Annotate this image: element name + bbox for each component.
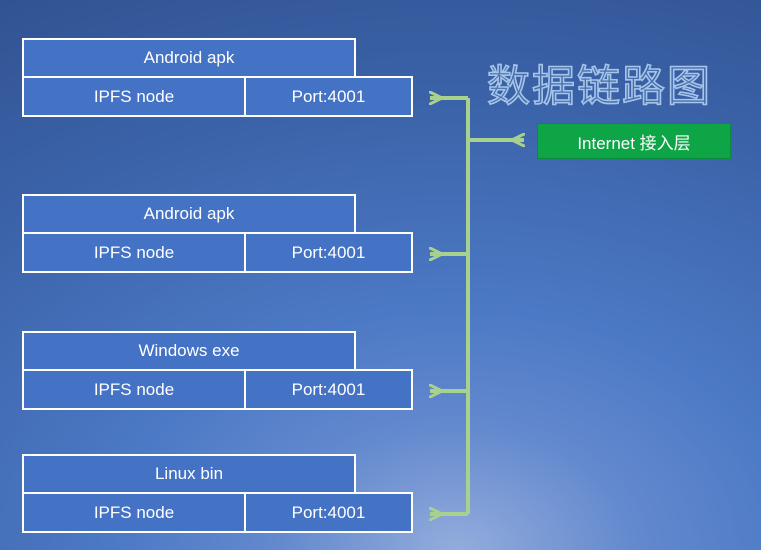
app-label: Android apk xyxy=(143,204,235,223)
ipfs-node-box: IPFS node xyxy=(22,492,246,533)
app-box: Android apk xyxy=(22,194,356,234)
port-label: Port:4001 xyxy=(291,242,366,262)
app-box: Windows exe xyxy=(22,331,356,371)
port-label: Port:4001 xyxy=(291,379,366,399)
ipfs-node-label: IPFS node xyxy=(93,86,175,106)
app-label: Linux bin xyxy=(154,464,224,483)
page-title: 数据链路图 xyxy=(486,62,712,112)
app-label: Windows exe xyxy=(138,341,240,360)
node-group-android-1: Android apk IPFS node Port:4001 xyxy=(22,38,413,117)
ipfs-node-label: IPFS node xyxy=(93,242,175,262)
node-group-linux: Linux bin IPFS node Port:4001 xyxy=(22,454,413,533)
app-box: Linux bin xyxy=(22,454,356,494)
port-box: Port:4001 xyxy=(244,492,413,533)
ipfs-node-label: IPFS node xyxy=(93,379,175,399)
port-box: Port:4001 xyxy=(244,76,413,117)
port-box: Port:4001 xyxy=(244,232,413,273)
ipfs-node-box: IPFS node xyxy=(22,76,246,117)
app-label: Android apk xyxy=(143,48,235,67)
ipfs-node-box: IPFS node xyxy=(22,369,246,410)
port-box: Port:4001 xyxy=(244,369,413,410)
internet-access-layer-box: Internet 接入层 xyxy=(537,123,731,159)
app-box: Android apk xyxy=(22,38,356,78)
ipfs-node-label: IPFS node xyxy=(93,502,175,522)
node-group-android-2: Android apk IPFS node Port:4001 xyxy=(22,194,413,273)
ipfs-node-box: IPFS node xyxy=(22,232,246,273)
node-group-windows: Windows exe IPFS node Port:4001 xyxy=(22,331,413,410)
internet-access-layer-label: Internet 接入层 xyxy=(577,133,691,153)
port-label: Port:4001 xyxy=(291,86,366,106)
port-label: Port:4001 xyxy=(291,502,366,522)
